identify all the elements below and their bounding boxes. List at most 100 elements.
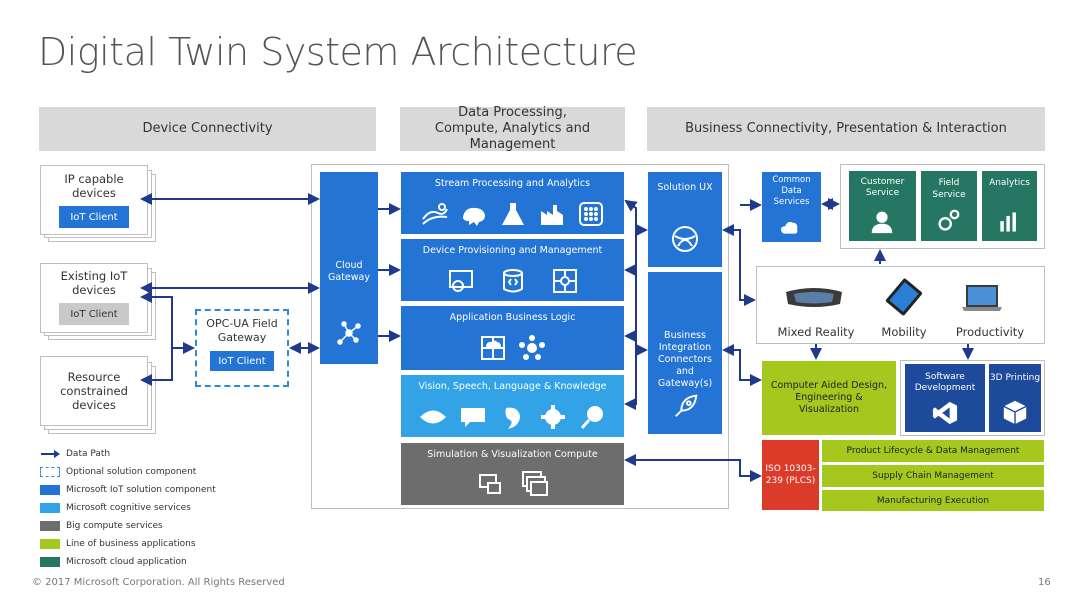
cloud-gateway: Cloud Gateway: [320, 172, 378, 364]
data-path-arrow-icon: [41, 450, 60, 458]
mobility-label: Mobility: [881, 325, 927, 339]
cognitive-services-label: Vision, Speech, Language & Knowledge: [418, 381, 607, 392]
legend-item: Microsoft IoT solution component: [40, 481, 240, 499]
customer-headset-icon: [871, 211, 893, 234]
lab-flask-icon: [501, 203, 524, 225]
existing-iot-client: IoT Client: [59, 303, 129, 325]
power-bi-icon: [1000, 212, 1016, 232]
device-provisioning-label: Device Provisioning and Management: [422, 245, 603, 256]
opc-ua-field-gateway: OPC-UA Field Gateway IoT Client: [195, 309, 289, 387]
legend: Data Path Optional solution component Mi…: [40, 445, 240, 571]
field-service-app: Field Service: [921, 171, 977, 241]
hadoop-icon: [462, 207, 485, 226]
vision-eye-icon: [419, 410, 446, 424]
language-icon: [505, 407, 520, 429]
logic-app-icon: [481, 336, 505, 360]
grid-database-icon: [578, 202, 603, 226]
factory-icon: [540, 205, 563, 225]
legend-swatch: [40, 557, 60, 567]
legend-label: Line of business applications: [66, 539, 196, 549]
service-fabric-icon: [519, 335, 545, 360]
plm-label: Product Lifecycle & Data Management: [846, 446, 1020, 456]
copyright: © 2017 Microsoft Corporation. All Rights…: [32, 577, 285, 588]
iso-plcs-label: ISO 10303-239 (PLCS): [765, 464, 816, 486]
legend-item: Data Path: [40, 445, 240, 463]
speech-bubble-icon: [460, 408, 485, 427]
opc-iot-client: IoT Client: [210, 351, 274, 371]
iot-hub-icon: [552, 269, 577, 293]
productivity-label: Productivity: [955, 325, 1025, 339]
cad-label: Computer Aided Design, Engineering & Vis…: [770, 380, 888, 415]
mes-label: Manufacturing Execution: [876, 495, 990, 506]
plm-box: Product Lifecycle & Data Management: [822, 440, 1044, 462]
cad-box: Computer Aided Design, Engineering & Vis…: [762, 361, 896, 435]
customer-service-app: Customer Service: [849, 171, 916, 241]
knowledge-gear-icon: [540, 405, 565, 429]
visual-studio-icon: [932, 401, 958, 425]
page-number: 16: [1038, 577, 1051, 588]
batch-compute-icon: [478, 474, 501, 494]
simulation-compute-box: Simulation & Visualization Compute: [401, 443, 624, 505]
device-hub-icon: [448, 270, 473, 292]
stream-processing-box: Stream Processing and Analytics: [401, 172, 624, 234]
dev-tools-frame: [900, 360, 1045, 436]
legend-swatch: [40, 539, 60, 549]
legend-item: Line of business applications: [40, 535, 240, 553]
device-provisioning-box: Device Provisioning and Management: [401, 239, 624, 301]
endpoint-devices-frame: [756, 266, 1045, 344]
scm-label: Supply Chain Management: [872, 471, 994, 481]
mes-box: Manufacturing Execution: [822, 490, 1044, 511]
ip-devices-box: IP capable devices IoT Client: [40, 165, 148, 235]
field-service-label: Field Service: [932, 178, 966, 200]
cloud-gateway-label: Cloud Gateway: [328, 260, 370, 283]
solution-ux-box: Solution UX: [648, 172, 722, 267]
common-data-services-label: Common Data Services: [772, 175, 811, 207]
laptop-icon: [962, 285, 1002, 311]
legend-label: Microsoft cognitive services: [66, 503, 191, 513]
header-business-connectivity: Business Connectivity, Presentation & In…: [647, 107, 1045, 151]
data-cloud-icon: [781, 222, 798, 234]
search-icon: [580, 406, 603, 429]
header-data-processing: Data Processing, Compute, Analytics and …: [400, 105, 625, 152]
opc-ua-label: OPC-UA Field Gateway: [206, 317, 278, 344]
3d-printing-box: 3D Printing: [989, 364, 1041, 432]
web-app-icon: [672, 226, 698, 252]
cognitive-services-box: Vision, Speech, Language & Knowledge: [401, 375, 624, 437]
ip-iot-client: IoT Client: [59, 206, 129, 228]
legend-swatch: [40, 503, 60, 513]
legend-swatch: [40, 521, 60, 531]
hololens-icon: [786, 288, 842, 307]
stream-analytics-icon: [421, 203, 448, 225]
resource-devices-box: Resource constrained devices: [40, 356, 148, 426]
legend-label: Big compute services: [66, 521, 163, 531]
legend-label: Microsoft cloud application: [66, 557, 187, 567]
tablet-icon: [885, 278, 923, 316]
3d-printing-label: 3D Printing: [989, 373, 1041, 383]
legend-item: Big compute services: [40, 517, 240, 535]
common-data-services-box: Common Data Services: [762, 172, 821, 242]
mixed-reality-label: Mixed Reality: [777, 325, 855, 339]
legend-label: Microsoft IoT solution component: [66, 485, 216, 495]
application-logic-box: Application Business Logic: [401, 306, 624, 370]
legend-item: Microsoft cloud application: [40, 553, 240, 571]
legend-item: Optional solution component: [40, 463, 240, 481]
legend-swatch: [40, 467, 60, 477]
software-development-box: Software Development: [905, 364, 985, 432]
analytics-app: Analytics: [982, 171, 1037, 241]
page-title: Digital Twin System Architecture: [38, 30, 638, 74]
field-service-gear-icon: [938, 209, 960, 231]
stream-processing-label: Stream Processing and Analytics: [434, 178, 591, 189]
iso-plcs-box: ISO 10303-239 (PLCS): [762, 440, 819, 510]
legend-label: Data Path: [66, 449, 111, 459]
business-integration-box: Business Integration Connectors and Gate…: [648, 272, 722, 434]
existing-devices-box: Existing IoT devices IoT Client: [40, 263, 148, 333]
database-icon: [502, 269, 523, 293]
ip-devices-label: IP capable devices: [64, 172, 124, 200]
legend-item: Microsoft cognitive services: [40, 499, 240, 517]
existing-devices-label: Existing IoT devices: [60, 269, 128, 297]
rocket-icon: [675, 394, 698, 417]
application-logic-label: Application Business Logic: [449, 312, 576, 323]
processing-frame: [311, 164, 729, 509]
solution-ux-label: Solution UX: [657, 182, 713, 193]
